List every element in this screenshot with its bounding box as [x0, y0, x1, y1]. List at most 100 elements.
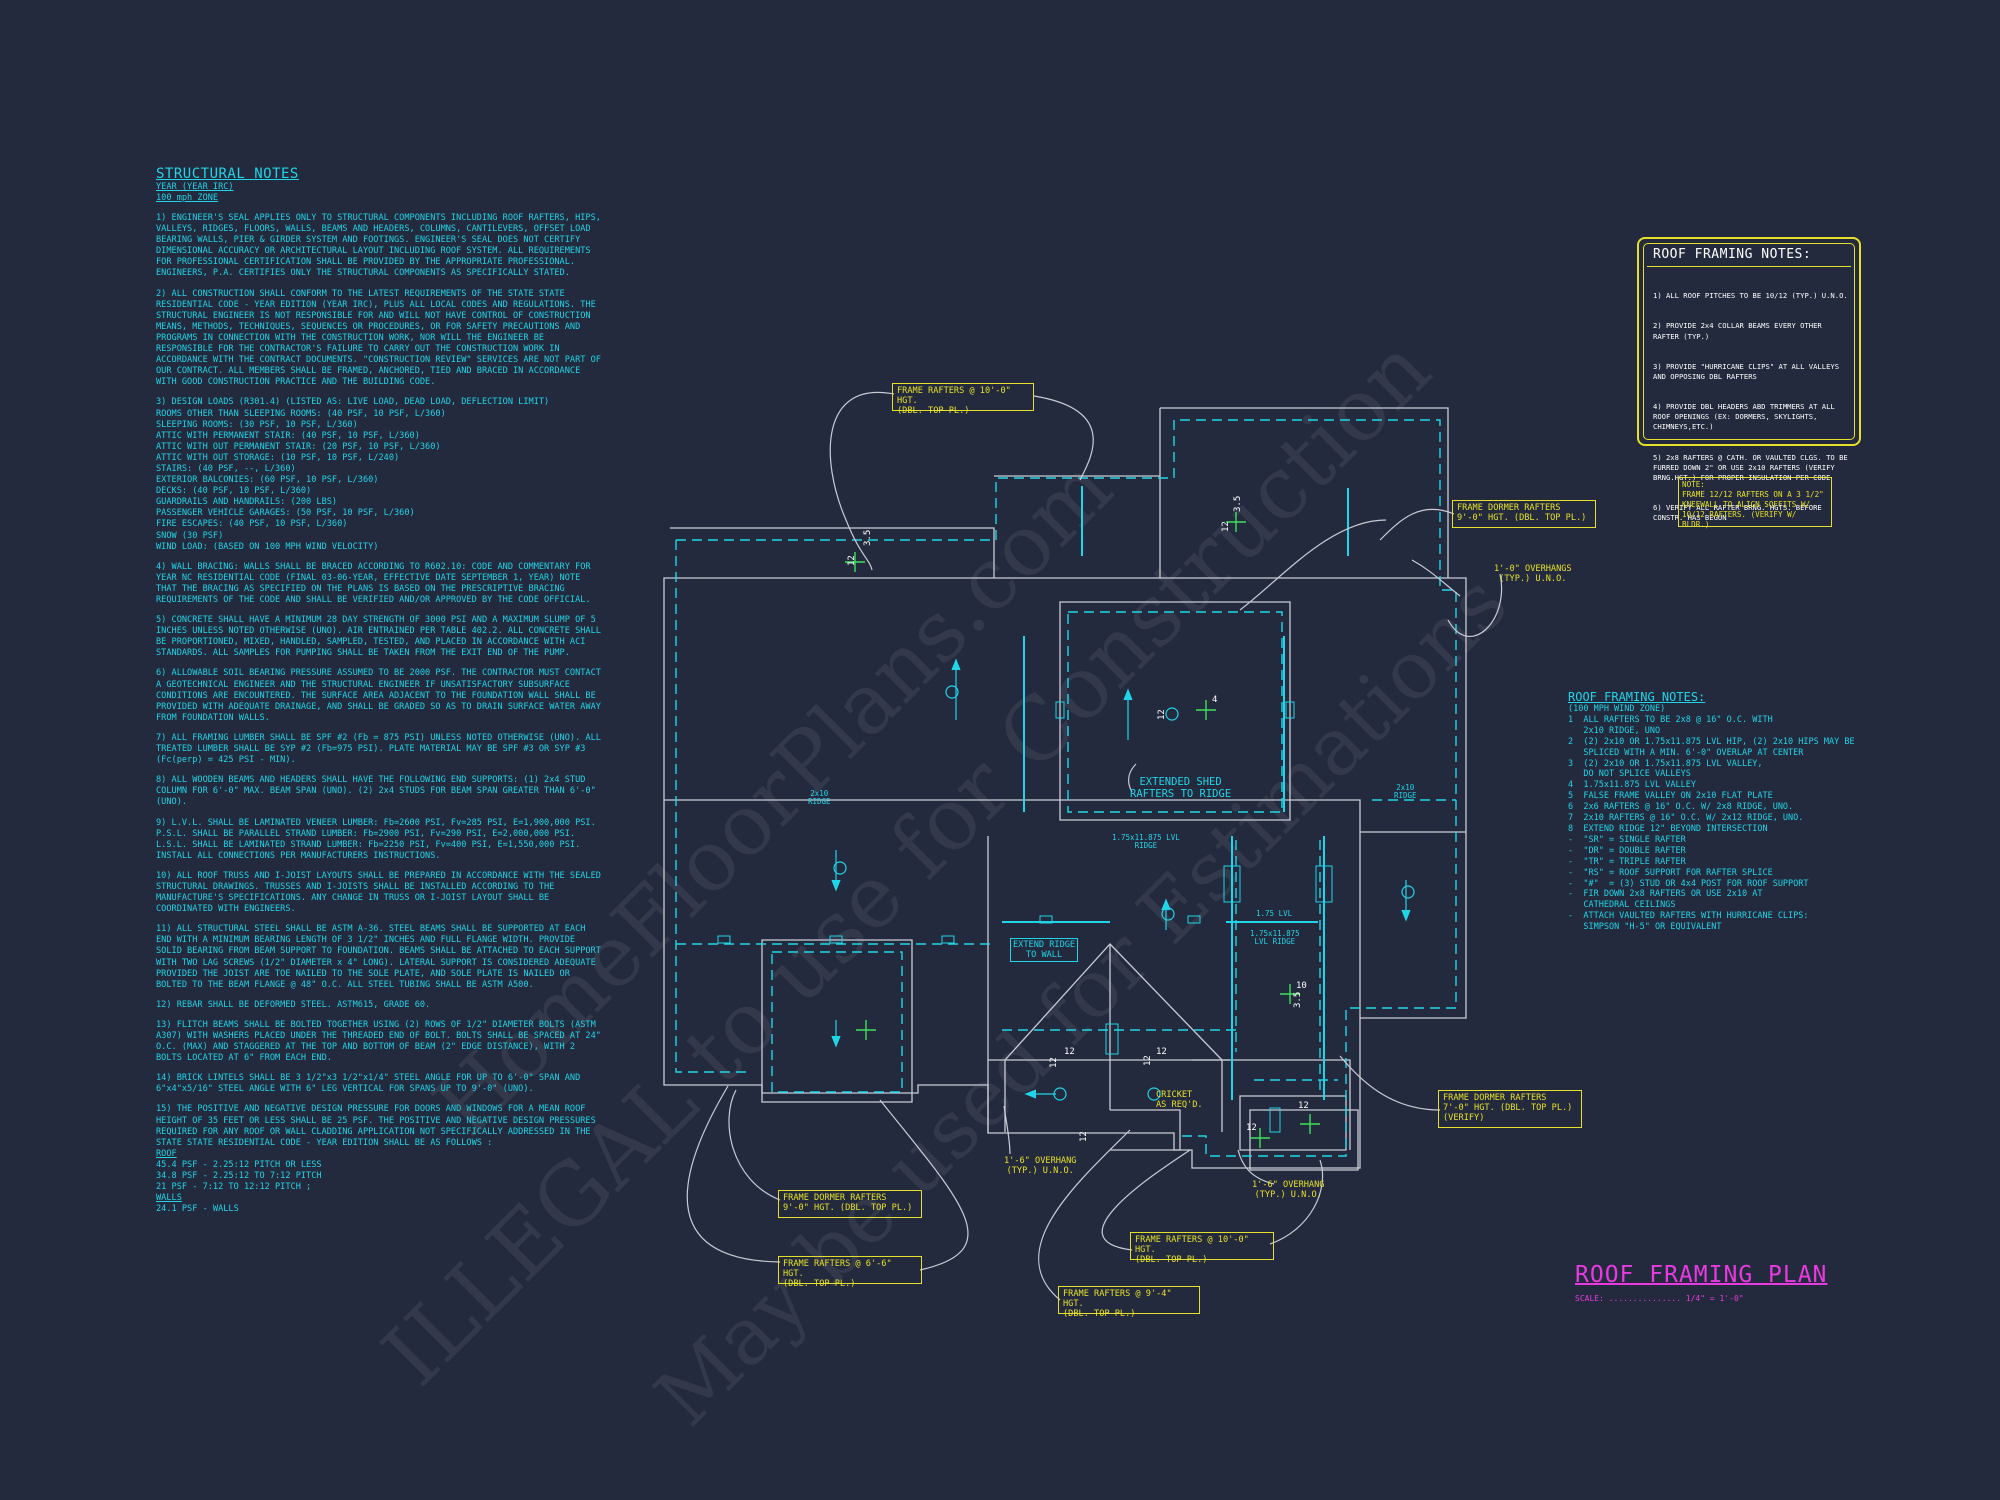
leader-line [879, 1099, 969, 1271]
callout-top-rafters: FRAME RAFTERS @ 10'-0" HGT. (DBL. TOP PL… [892, 383, 1034, 416]
leader-line [1411, 559, 1461, 597]
pitch-label: 12 [1298, 1101, 1309, 1111]
structural-note-5: 5) CONCRETE SHALL HAVE A MINIMUM 28 DAY … [156, 615, 607, 659]
leader-line [1037, 1129, 1131, 1301]
walls-pressure-heading: WALLS [156, 1193, 182, 1204]
circle-tag [833, 861, 847, 875]
roof-notes-box-title: ROOF FRAMING NOTES: [1653, 247, 1812, 262]
beam-tag [1269, 1107, 1281, 1133]
rafter-arrow [1161, 898, 1171, 930]
callout-dormer-left-bottom: FRAME DORMER RAFTERS 9'-0" HGT. (DBL. TO… [778, 1190, 922, 1218]
overhang-bottom-left-label: 1'-6" OVERHANG (TYP.) U.N.O. [1004, 1156, 1077, 1176]
notes-box-inner-frame [1643, 243, 1855, 440]
structural-notes: STRUCTURAL NOTES YEAR (YEAR IRC) 100 mph… [156, 166, 606, 1215]
framing-notes-subtitle: (100 MPH WIND ZONE) [1568, 704, 1666, 714]
wall-cricket [1110, 1109, 1181, 1151]
framing-note-item: 4 1.75x11.875 LVL VALLEY [1568, 780, 1696, 791]
ridge-tag-left: 2x10 RIDGE [808, 789, 831, 806]
roof-framing-notes-list: ROOF FRAMING NOTES: (100 MPH WIND ZONE) … [1568, 690, 1858, 933]
pitch-label: 12 [1064, 1047, 1075, 1057]
framing-note-item: 2 (2) 2x10 OR 1.75x11.875 LVL HIP, (2) 2… [1568, 736, 1855, 758]
wall-bump-top [1160, 407, 1449, 578]
pitch-label: 12 [1157, 709, 1167, 720]
extend-ridge-label: EXTEND RIDGE TO WALL [1010, 938, 1079, 962]
structural-note-10: 10) ALL ROOF TRUSS AND I-JOIST LAYOUTS S… [156, 870, 607, 915]
structural-notes-title: STRUCTURAL NOTES [156, 166, 299, 182]
structural-note-15: 15) THE POSITIVE AND NEGATIVE DESIGN PRE… [156, 1104, 601, 1148]
beam-tag [1039, 915, 1053, 924]
roof-edge-center [1067, 611, 1283, 813]
lvl-tag-small: 1.75 LVL [1256, 909, 1293, 918]
roof-framing-notes-box: ROOF FRAMING NOTES: 1) ALL ROOF PITCHES … [1637, 237, 1861, 522]
extended-shed-label: EXTENDED SHED RAFTERS TO RIDGE [1130, 776, 1232, 800]
circle-tag [1147, 1087, 1161, 1101]
rafter-arrow [831, 850, 841, 892]
roof-pressure-heading: ROOF [156, 1148, 177, 1159]
rafter-arrow [951, 658, 961, 720]
framing-note-item: - FIR DOWN 2x8 RAFTERS OR USE 2x10 AT CA… [1568, 889, 1763, 911]
framing-note-item: - "#" = (3) STUD OR 4x4 POST FOR ROOF SU… [1568, 878, 1809, 889]
pitch-symbol [845, 552, 865, 572]
structural-note-1: 1) ENGINEER'S SEAL APPLIES ONLY TO STRUC… [156, 213, 607, 279]
framing-note-item: 6 2x6 RAFTERS @ 16" O.C. W/ 2x8 RIDGE, U… [1568, 802, 1794, 813]
wall-left-top [670, 527, 995, 578]
rafter-arrow [1024, 1089, 1056, 1099]
framing-note-item: - "RS" = ROOF SUPPORT FOR RAFTER SPLICE [1568, 867, 1773, 878]
ridge-tag-right: 2x10 RIDGE [1394, 783, 1417, 800]
leader-line [1003, 1105, 1011, 1155]
leader-line [1237, 1149, 1275, 1185]
wall-left-dormer [761, 939, 913, 1103]
leader-line [686, 1085, 781, 1263]
callout-dormer-right-top: FRAME DORMER RAFTERS 9'-0" HGT. (DBL. TO… [1452, 500, 1596, 528]
leader-line [1033, 395, 1094, 481]
framing-note-item: 3 (2) 2x10 OR 1.75x11.875 LVL VALLEY, DO… [1568, 758, 1763, 780]
wall-bottom-small [1239, 1095, 1347, 1151]
roof-edge-outer [676, 419, 1457, 1157]
structural-note-13: 13) FLITCH BEAMS SHALL BE BOLTED TOGETHE… [156, 1019, 607, 1064]
structural-note-7: 7) ALL FRAMING LUMBER SHALL BE SPF #2 (F… [156, 732, 607, 766]
circle-tag [1161, 907, 1175, 921]
roof-pressure-line: 21 PSF - 7:12 TO 12:12 PITCH ; [156, 1182, 312, 1193]
divider [1647, 266, 1851, 267]
structural-note-8: 8) ALL WOODEN BEAMS AND HEADERS SHALL HA… [156, 775, 601, 808]
leader-line [1339, 1055, 1441, 1111]
leader-line [1239, 519, 1387, 611]
beam-tag [941, 935, 955, 944]
beam-tag [1223, 865, 1241, 903]
roof-pressure-line: 34.8 PSF - 2.25:12 TO 7:12 PITCH [156, 1171, 322, 1182]
framing-note-item: 7 2x10 RAFTERS @ 16" O.C. W/ 2x12 RIDGE,… [1568, 813, 1804, 824]
roof-pressure-line: 45.4 PSF - 2.25:12 PITCH OR LESS [156, 1159, 322, 1170]
pitch-label: 3.5 [1233, 496, 1243, 512]
overhang-bottom-right-label: 1'-6" OVERHANG (TYP.) U.N.O. [1252, 1180, 1325, 1200]
roof-edge-left [675, 540, 752, 1073]
pitch-label: 3.5 [863, 530, 873, 546]
pitch-label: 12 [1156, 1047, 1167, 1057]
pitch-label: 10 [1296, 981, 1307, 991]
pitch-symbol [1250, 1128, 1270, 1148]
wall-dormer-bottom-right [1249, 1109, 1359, 1171]
framing-note-item: - ATTACH VAULTED RAFTERS WITH HURRICANE … [1568, 911, 1809, 933]
framing-note-item: 5 FALSE FRAME VALLEY ON 2x10 FLAT PLATE [1568, 791, 1773, 802]
structural-note-11: 11) ALL STRUCTURAL STEEL SHALL BE ASTM A… [156, 924, 607, 990]
pitch-label: 12 [1246, 1123, 1257, 1133]
pitch-label: 12 [847, 555, 857, 566]
circle-tag [1165, 707, 1179, 721]
walls-pressure-line: 24.1 PSF - WALLS [156, 1204, 239, 1215]
structural-note-4: 4) WALL BRACING: WALLS SHALL BE BRACED A… [156, 561, 596, 605]
framing-note-item: 8 EXTEND RIDGE 12" BEYOND INTERSECTION [1568, 823, 1768, 834]
leader-line [1269, 1159, 1324, 1245]
structural-note-3: 3) DESIGN LOADS (R301.4) (LISTED AS: LIV… [156, 397, 550, 552]
lvl-ridge-tag-2: 1.75x11.875 LVL RIDGE [1250, 929, 1300, 946]
roof-note-item: 3) PROVIDE "HURRICANE CLIPS" AT ALL VALL… [1653, 361, 1844, 381]
pitch-label: 12 [1143, 1055, 1153, 1066]
callout-rafters-9-4: FRAME RAFTERS @ 9'-4" HGT. (DBL. TOP PL.… [1058, 1286, 1200, 1319]
framing-notes-title: ROOF FRAMING NOTES: [1568, 690, 1706, 704]
beam-tag [1105, 1023, 1119, 1055]
wall-center-box [1059, 601, 1291, 821]
framing-note-item: - "TR" = TRIPLE RAFTER [1568, 856, 1686, 867]
beam-tag [717, 935, 731, 944]
leader-line [728, 1089, 781, 1201]
leader-line [1379, 508, 1455, 541]
roof-edge-left-dormer [771, 951, 903, 1093]
pitch-label: 12 [1079, 1131, 1089, 1142]
